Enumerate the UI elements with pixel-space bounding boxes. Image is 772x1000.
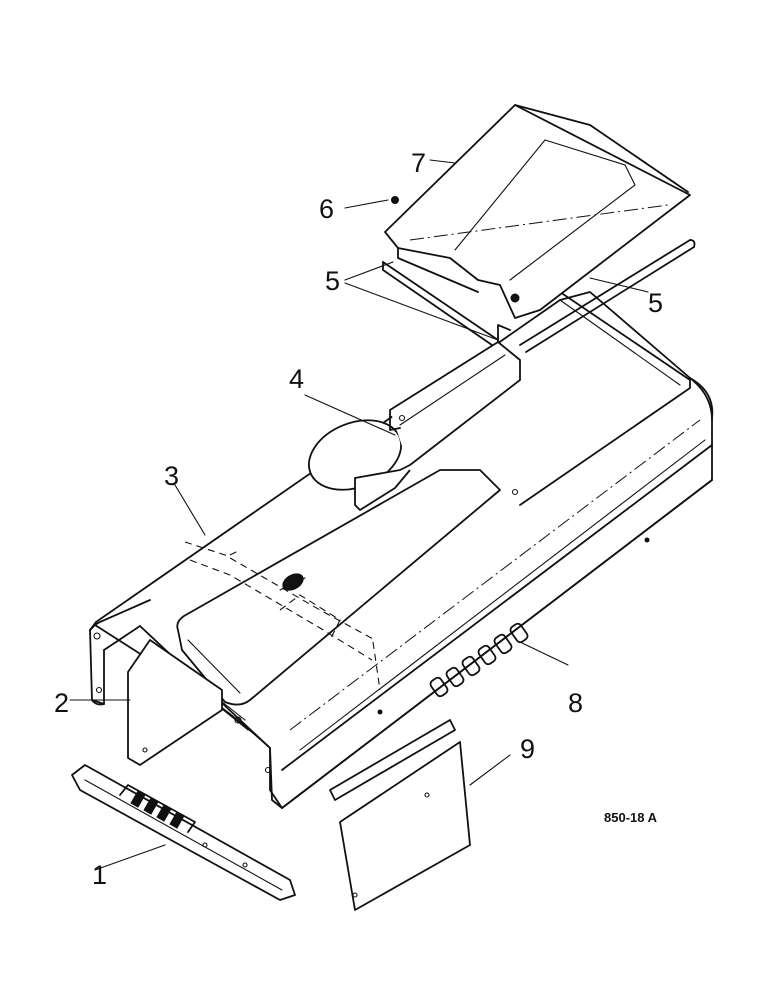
- callout-9: 9: [520, 734, 535, 764]
- callout-8: 8: [568, 688, 583, 718]
- callout-5a: 5: [325, 266, 340, 296]
- leader-1: [94, 844, 166, 871]
- callout-6: 6: [319, 194, 334, 224]
- callouts: 1 2 3 4 5 5 6 7 8 9: [54, 148, 663, 890]
- callout-5b: 5: [648, 288, 663, 318]
- leader-5b: [589, 277, 649, 293]
- top-panel: [384, 104, 691, 319]
- callout-4: 4: [289, 364, 304, 394]
- callout-1: 1: [92, 860, 107, 890]
- leader-9: [469, 754, 511, 786]
- callout-3: 3: [164, 461, 179, 491]
- grille-rail: [71, 764, 296, 901]
- hood-body: [89, 291, 714, 809]
- leader-7: [429, 159, 456, 164]
- grille-slots: [130, 790, 185, 829]
- leader-6: [344, 199, 389, 209]
- inner-bracket: [354, 324, 521, 511]
- leader-3: [174, 484, 206, 536]
- leader-5a-upper: [344, 261, 394, 281]
- leader-4: [304, 394, 396, 436]
- reference-code: 850-18 A: [604, 810, 658, 825]
- leader-8: [519, 641, 569, 666]
- leader-5a-lower: [344, 282, 499, 341]
- vent-slots: [429, 622, 529, 698]
- callout-2: 2: [54, 688, 69, 718]
- front-panel: [127, 639, 223, 766]
- rods: [382, 239, 696, 353]
- leader-lines: [69, 159, 649, 871]
- filler-cap: [279, 573, 306, 591]
- side-panel: [329, 719, 471, 911]
- callout-7: 7: [411, 148, 426, 178]
